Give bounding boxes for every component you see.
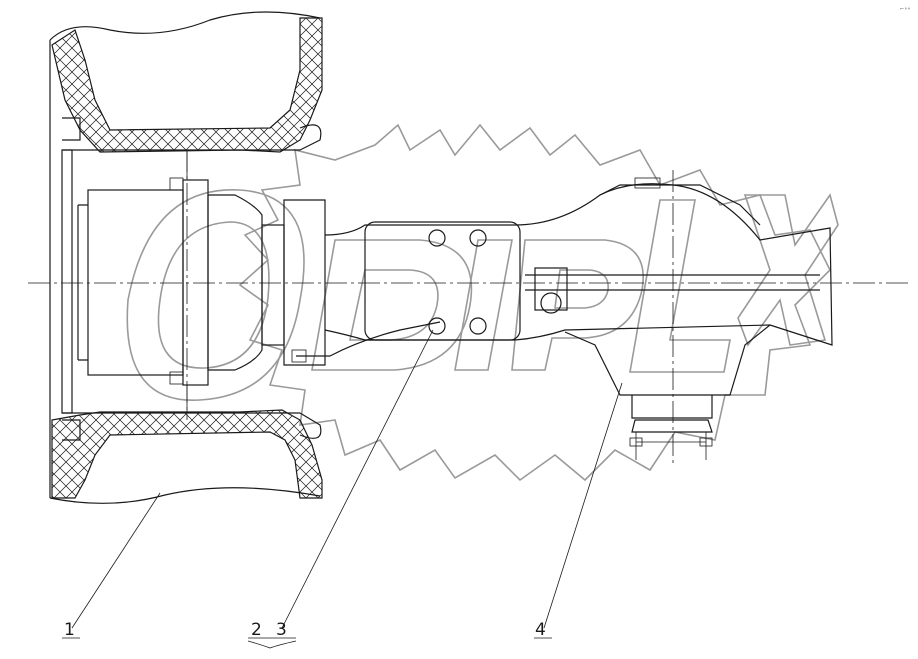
brake-pipe <box>296 321 441 357</box>
hub-flange-bolt-top <box>169 177 184 191</box>
leader-line-4 <box>543 382 623 629</box>
rim-clip-top <box>62 117 81 141</box>
watermark-letter-d <box>311 239 473 371</box>
callout-2: 2 <box>251 620 262 640</box>
diff-housing-bottom <box>564 324 771 396</box>
watermark-gear-outline <box>238 123 831 482</box>
watermark-logo <box>126 123 839 482</box>
diff-side-boss <box>540 292 562 314</box>
watermark-letter-x <box>737 193 839 347</box>
callout-3: 3 <box>276 620 287 640</box>
drum-inner-left <box>77 204 88 361</box>
diff-housing-top <box>599 183 833 346</box>
hub-cap <box>261 224 285 346</box>
leader-line-1 <box>71 492 161 629</box>
hub-flange-bolt-bottom <box>169 371 184 385</box>
diff-side-block <box>534 267 568 311</box>
tyre-bottom-wave <box>49 487 321 504</box>
rim-clip-bottom <box>62 419 81 441</box>
rim-flange-left <box>61 149 73 414</box>
corner-mark: ⌐∘∘ <box>900 6 910 12</box>
watermark-letter-o <box>126 189 305 401</box>
bracket-bolt-1 <box>428 229 446 247</box>
rim-right-lip-top <box>299 124 322 151</box>
axle-housing <box>291 184 771 363</box>
hub-body <box>207 194 263 371</box>
leader-2-3-brace <box>247 640 297 649</box>
callout-4: 4 <box>535 620 546 640</box>
tyre-lower-section <box>51 409 323 499</box>
pinion-flange <box>631 419 713 433</box>
pipe-fitting <box>291 349 307 363</box>
tyre-top-wave <box>49 11 321 41</box>
tyre-upper-section <box>51 17 323 153</box>
watermark-letter-p <box>511 239 644 371</box>
brake-drum <box>87 189 184 376</box>
diff-top-plug <box>634 177 661 189</box>
housing-bracket <box>364 221 521 341</box>
bracket-bolt-3 <box>428 317 446 335</box>
differential-assembly <box>525 177 833 460</box>
bracket-bolt-2 <box>469 229 487 247</box>
watermark-letter-l <box>629 199 731 373</box>
watermark-letter-i <box>454 239 513 371</box>
bracket-bolt-4 <box>469 317 487 335</box>
housing-upper-contour <box>324 184 761 236</box>
housing-lower-contour <box>324 324 771 341</box>
leader-line-2-3 <box>281 329 434 629</box>
pinion-housing <box>631 395 713 419</box>
callout-1: 1 <box>64 620 75 640</box>
wheel-assembly <box>49 11 326 504</box>
rim-right-lip-bottom <box>299 412 322 439</box>
spindle-block <box>283 199 326 366</box>
